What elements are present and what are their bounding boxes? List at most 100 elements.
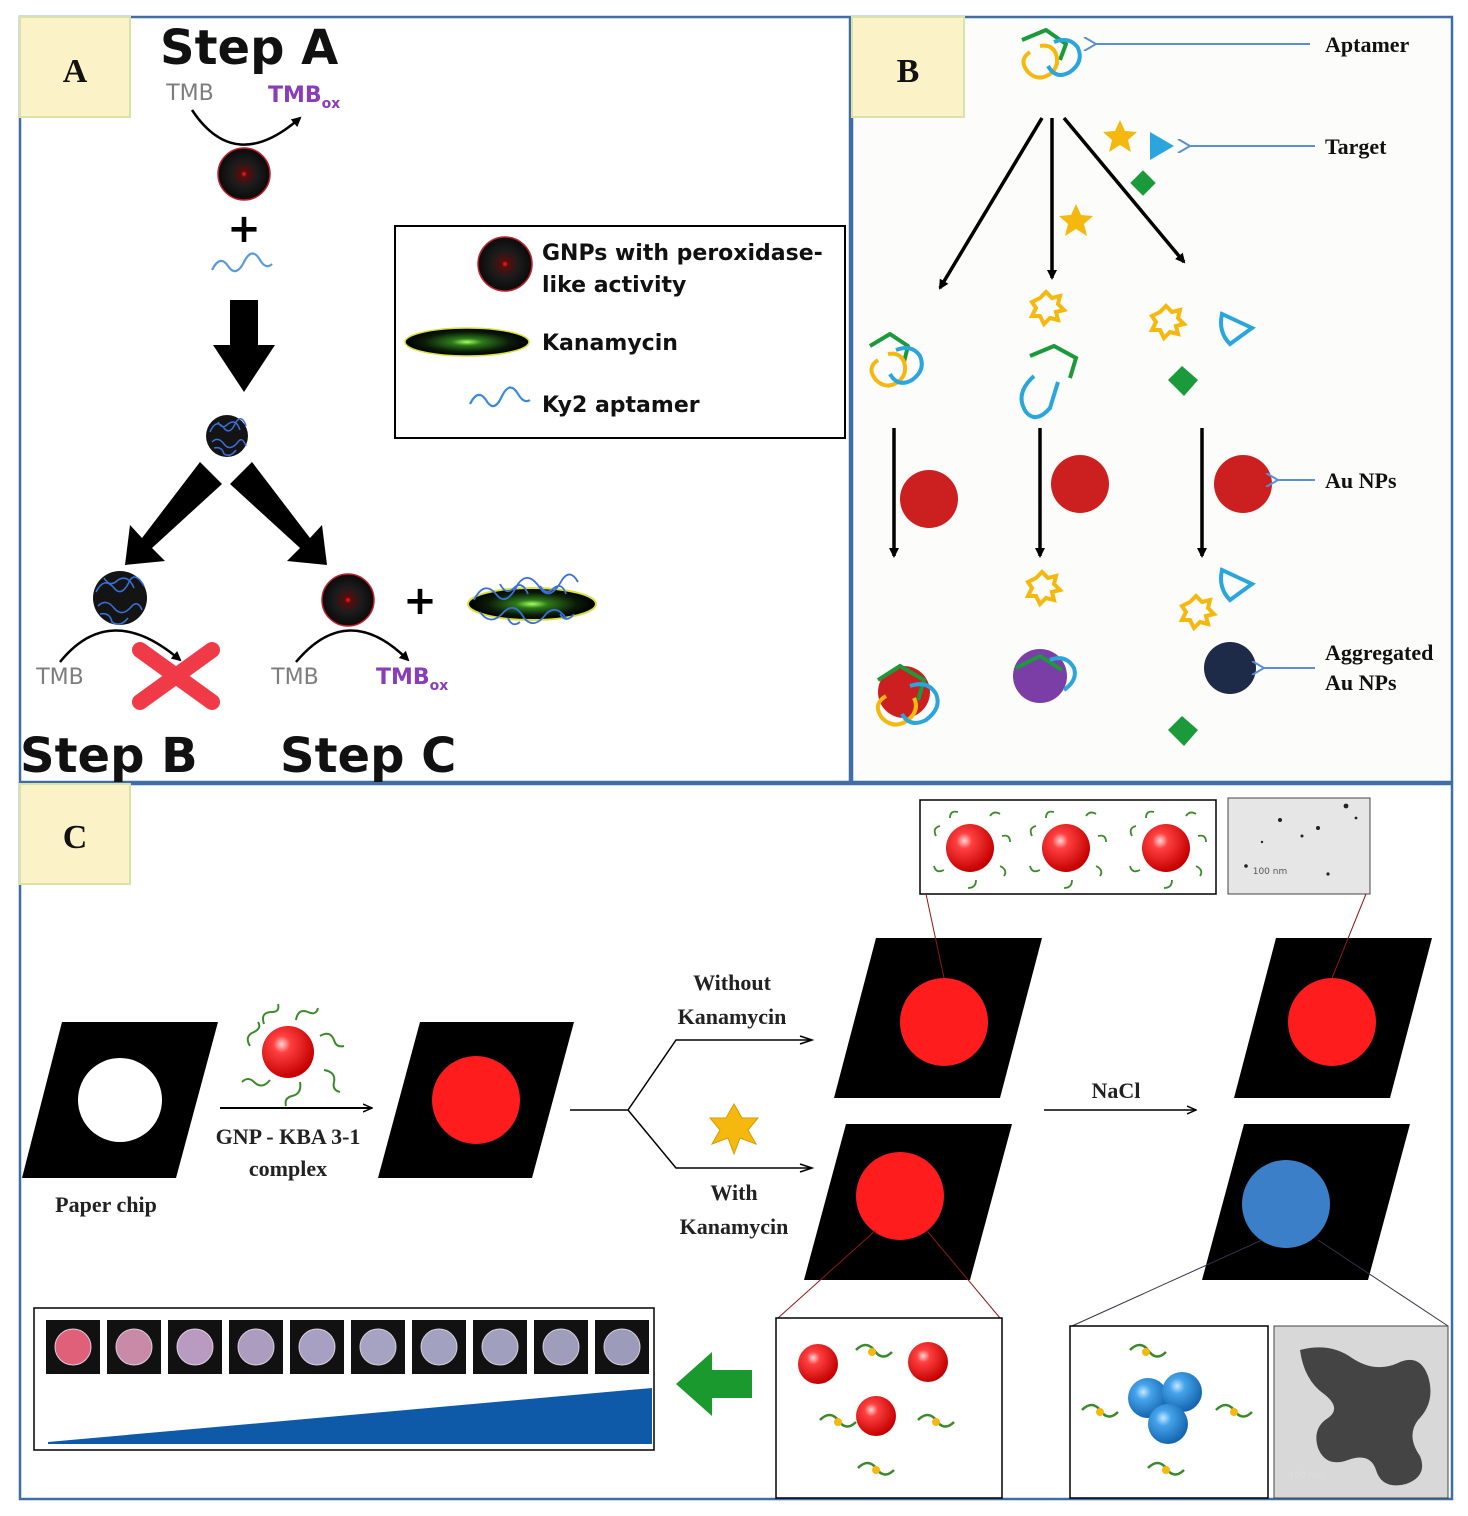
free-star-col3 [1178,593,1218,632]
gnp-icon [321,573,375,627]
calibration-well-spot [481,1328,519,1366]
reaction-arc-c [295,629,410,663]
triangle-target-icon [1150,132,1174,160]
bound-triangle-right [1219,311,1256,347]
star-icon [708,1102,760,1156]
calibration-well-spot [359,1328,397,1366]
label-paper-chip: Paper chip [55,1192,157,1217]
dispersed-gnp-group [933,810,1207,889]
legend-kanamycin: Kanamycin [542,331,678,356]
tmbox-label-a: TMBox [268,83,340,112]
branch-split [570,1039,812,1169]
panel-b: B Aptamer Target [851,16,1433,746]
aptamer-icon [469,386,531,408]
calibration-well-spot [54,1328,92,1366]
panel-b-badge [851,16,965,118]
tem-aggregate-cluster [1300,1347,1431,1486]
tmb-label-c: TMB [270,665,319,690]
tem-dispersed-dots [1244,803,1358,876]
tmbox-label-c: TMBox [376,665,448,694]
label-with-2: Kanamycin [680,1214,789,1239]
blue-strand-middle [1019,374,1060,420]
label-without-1: Without [693,970,772,995]
panel-b-frame [850,15,1454,784]
legend-gnp-line2: like activity [542,273,686,298]
bound-diamond-right [1168,366,1198,396]
bound-star-middle [1028,289,1068,328]
bound-star-right [1148,303,1188,342]
panel-a-badge [19,16,131,118]
arrow-to-step-c [230,462,327,565]
panel-b-badge-letter: B [897,53,920,90]
tem-scale-top: 100 nm [1253,867,1288,877]
tmb-label-a: TMB [165,81,214,106]
panel-c-badge-letter: C [63,819,88,856]
arrow-to-step-b [125,462,222,565]
protected-au-np-col1 [875,663,940,727]
au-np-col3 [1214,455,1272,513]
aggregated-au-np [1204,642,1256,694]
label-complex-2: complex [249,1156,327,1181]
free-triangle-col3 [1219,567,1256,603]
panel-a-badge-letter: A [63,53,88,90]
free-star-col2 [1024,569,1064,608]
concentration-gradient [48,1388,652,1444]
star-icon [1103,120,1137,152]
panel-c-badge [19,783,131,885]
gnp-icon [477,236,533,292]
label-nacl: NaCl [1092,1078,1141,1103]
label-complex-1: GNP - KBA 3-1 [216,1124,361,1149]
label-target: Target [1325,134,1387,159]
calibration-well-spot [176,1328,214,1366]
aptamer-knot-top [1021,28,1082,80]
aptamer-knot-left [868,332,924,388]
step-b-title: Step B [20,728,198,784]
star-icon [1059,204,1093,236]
inset-connector-bottom-right-b [1317,1239,1449,1327]
kanamycin-icon [404,327,530,357]
cross-icon [132,642,220,710]
inset-aggregated-content [1081,1343,1253,1476]
legend-aptamer: Ky2 aptamer [542,393,700,418]
calibration-well-spot [115,1328,153,1366]
plus-sign-a: + [227,206,261,252]
panel-a: A Step A TMB TMBox + TMB Step B [19,16,846,784]
branch-left [938,117,1044,290]
purple-au-np-col2 [1013,649,1077,703]
paper-chip-spot [78,1058,162,1142]
branch-arrow-top [799,1035,815,1045]
chip-with-spot [856,1152,944,1240]
gnp-icon [217,147,271,201]
chip-nacl-red-spot [1288,978,1376,1066]
inset-connector-bottom-left-a [777,1229,877,1319]
calibration-wells [46,1320,649,1374]
green-arrow-icon [676,1352,752,1416]
aptamer-icon [211,252,273,273]
inset-connector-bottom-left-b [927,1231,1001,1319]
step-c-title: Step C [280,728,456,784]
tmb-label-b: TMB [35,665,84,690]
gnp-kba-complex-icon [241,1003,345,1107]
branch-right [1062,116,1186,264]
reaction-arc-a [190,109,302,146]
panel-c: C Paper chip GNP - KBA 3-1 complex Witho… [19,783,1449,1499]
label-aggregated-1: Aggregated [1325,640,1433,665]
tem-scale-bottom: 100 nm [1289,1471,1324,1481]
green-strand-middle [1029,343,1079,379]
calibration-well-spot [237,1328,275,1366]
inset-connector-bottom-right-a [1071,1239,1263,1327]
label-aggregated-2: Au NPs [1325,670,1397,695]
chip-without-spot [900,978,988,1066]
step-a-title: Step A [160,20,338,76]
branch-arrow-bottom [799,1163,815,1173]
inset-with-content [798,1342,955,1476]
plus-sign-c: + [403,578,437,624]
tem-image-dispersed [1227,797,1371,895]
label-with-1: With [710,1180,757,1205]
label-aptamer: Aptamer [1325,32,1410,57]
down-arrow-icon [213,300,275,392]
legend-gnp-line1: GNPs with peroxidase- [542,241,823,266]
kanamycin-aptamer-complex [467,573,597,626]
legend-box: GNPs with peroxidase- like activity Kana… [394,225,846,439]
calibration-well-spot [298,1328,336,1366]
